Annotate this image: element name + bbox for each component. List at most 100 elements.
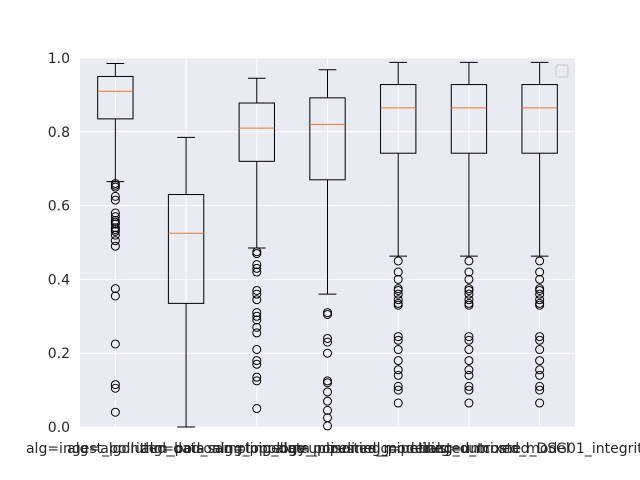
outlier-point [535,267,545,277]
outlier-point [464,365,474,375]
outlier-point [252,295,262,305]
outlier-point [252,260,262,270]
box-5 [380,61,417,408]
outlier-point [393,256,403,266]
outlier-point [464,295,474,305]
outlier-point [110,339,120,349]
outlier-point [252,249,262,259]
outlier-point [252,404,262,414]
x-tick-label: alg=topology_poisoning_pipeline [212,441,444,457]
outlier-point [535,332,545,342]
outlier-point [464,345,474,355]
outlier-point [110,195,120,205]
outlier-point [110,191,120,201]
x-tick-label: alg=bad_sampling_data_pipeline [141,441,372,457]
outlier-point [535,385,545,395]
y-tick-label: 1.0 [48,51,70,67]
y-tick-label: 0.0 [48,420,70,436]
y-tick-label: 0.6 [48,199,70,215]
outlier-point [393,332,403,342]
outlier-point [252,372,262,382]
outlier-point [323,337,332,347]
box-7 [521,61,558,408]
outlier-point [535,381,545,391]
iqr-box [450,84,488,154]
outlier-point [393,356,403,366]
outlier-point [393,345,403,355]
box-1 [97,63,134,417]
outlier-point [252,267,262,277]
outlier-point [464,332,474,342]
x-tick-label: alg=untrusted_mixed_model [368,441,570,457]
y-tick-label: 0.8 [48,125,70,141]
outlier-point [535,345,545,355]
iqr-box [521,84,558,154]
outlier-point [464,267,474,277]
y-tick-label: 0.4 [48,272,70,288]
x-tick-label: alg=untrusted_DSG01_integrity [428,441,640,457]
outlier-point [110,383,120,393]
outlier-point [110,236,120,246]
outlier-point [323,405,332,415]
outlier-point [393,381,403,391]
outlier-point [393,365,403,375]
outlier-point [323,348,332,358]
outlier-point [252,289,262,299]
iqr-box [380,84,417,154]
legend-box [555,64,569,78]
outlier-point [535,356,545,366]
outlier-point [252,376,262,386]
outlier-point [110,182,120,192]
outlier-point [393,385,403,395]
outlier-point [464,370,474,380]
outlier-point [535,289,545,299]
outlier-point [393,285,403,295]
outlier-point [252,345,262,355]
outlier-point [535,365,545,375]
outlier-point [464,385,474,395]
iqr-box [167,194,205,304]
outlier-point [393,274,403,284]
outlier-point [535,370,545,380]
outlier-point [110,284,120,294]
outlier-point [535,335,545,345]
y-tick-labels: 0.00.20.40.60.81.0 [48,51,70,436]
outlier-point [535,398,545,408]
x-tick-label: alg=algorithm_poisoning_pipeline [67,441,305,457]
outlier-point [464,256,474,266]
outlier-point [464,300,474,310]
outlier-point [464,381,474,391]
outlier-point [323,387,332,397]
outlier-point [393,300,403,310]
x-tick-labels: alg=ingest_polluted_dataalg=algorithm_po… [26,441,640,457]
outlier-point [323,309,332,319]
outlier-point [252,311,262,321]
outlier-point [110,291,120,301]
outlier-point [464,356,474,366]
box-3 [238,77,275,414]
outlier-point [110,407,120,417]
iqr-box [238,102,275,162]
outlier-point [110,219,120,229]
outlier-point [535,285,545,295]
outlier-point [393,398,403,408]
outlier-point [464,289,474,299]
outlier-point [323,421,332,431]
x-tick-label: alg=ingest_polluted_data [26,441,205,457]
outlier-point [464,274,474,284]
outlier-point [110,241,120,251]
outlier-point [464,335,474,345]
outlier-point [110,208,120,218]
outlier-point [393,370,403,380]
outlier-point [464,285,474,295]
box-6 [450,61,488,408]
iqr-box [97,75,134,120]
outlier-point [323,396,332,406]
outlier-point [252,356,262,366]
outlier-point [110,380,120,390]
outlier-point [252,359,262,369]
outlier-point [252,328,262,338]
box-4 [309,69,346,431]
x-tick-label: alg=untrusted_modelling_outcome [275,441,521,457]
